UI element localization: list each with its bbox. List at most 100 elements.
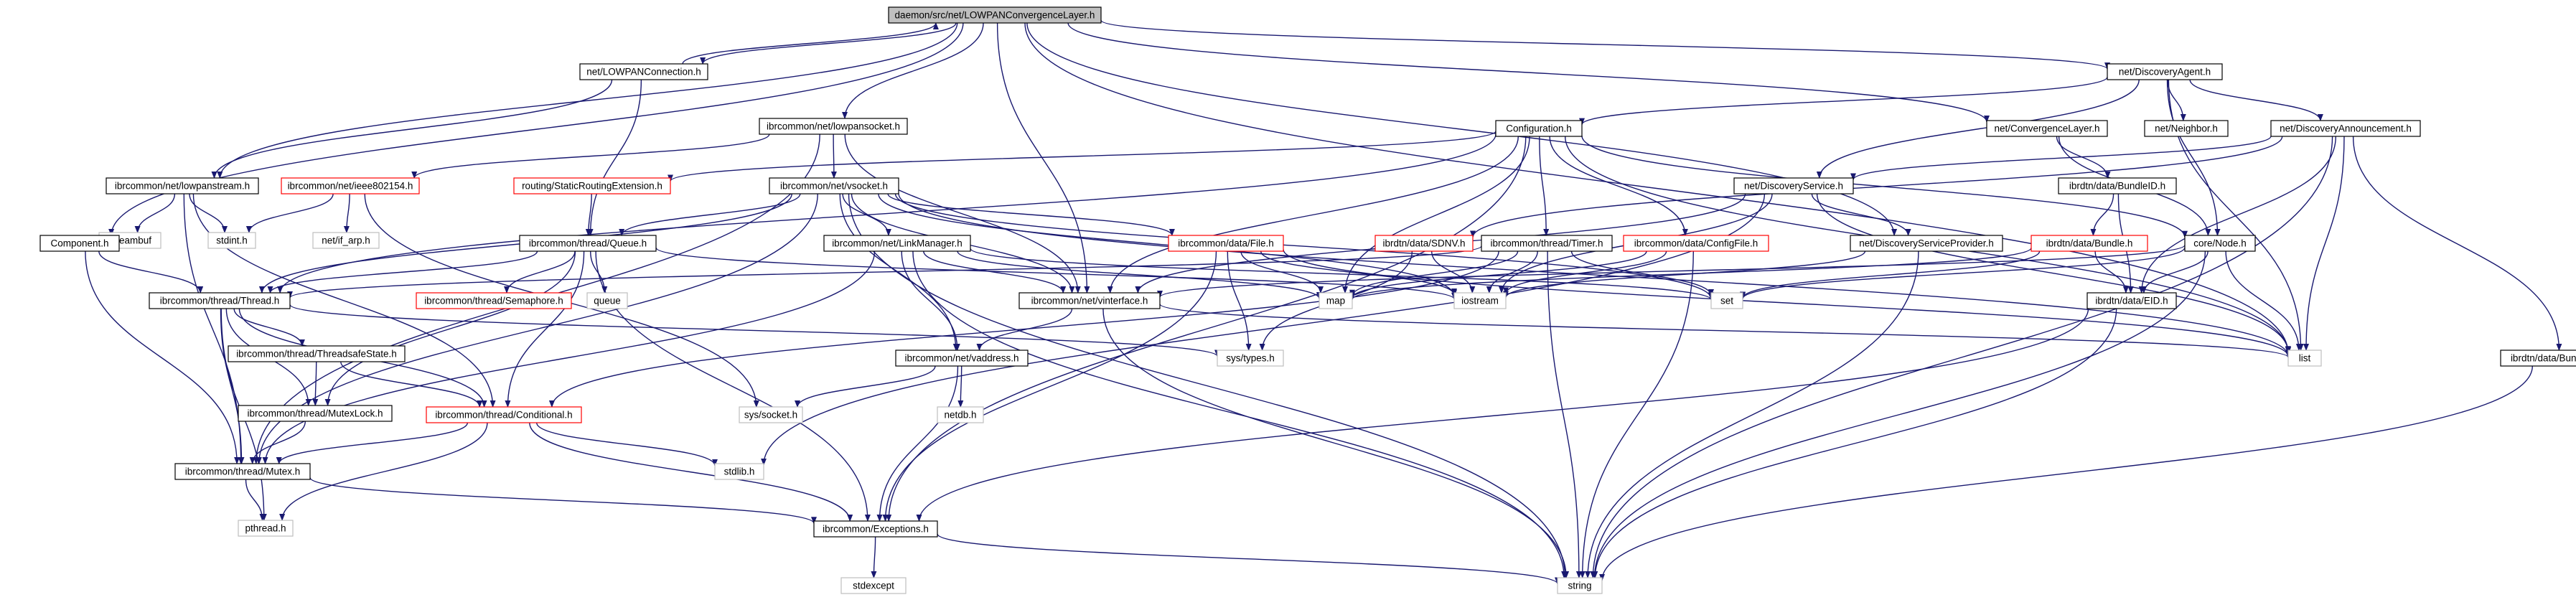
- node-box: [1495, 120, 1583, 137]
- node-lowpanstream[interactable]: ibrcommon/net/lowpanstream.h: [106, 177, 259, 194]
- edge-line: [309, 477, 817, 525]
- node-corenode[interactable]: core/Node.h: [2184, 235, 2256, 252]
- edge-vaddress-to-exceptions: [876, 365, 959, 522]
- node-queue[interactable]: ibrcommon/thread/Queue.h: [519, 235, 657, 252]
- node-root[interactable]: daemon/src/net/LOWPANConvergenceLayer.h: [888, 6, 1102, 24]
- edge-timer-to-thread: [287, 245, 1482, 299]
- node-neighbor[interactable]: net/Neighbor.h: [2144, 120, 2229, 137]
- node-thread[interactable]: ibrcommon/thread/Thread.h: [149, 292, 291, 309]
- node-discservice[interactable]: net/DiscoveryService.h: [1733, 177, 1854, 194]
- node-discannounce[interactable]: net/DiscoveryAnnouncement.h: [2270, 120, 2421, 137]
- node-netdb[interactable]: netdb.h: [937, 406, 984, 423]
- node-set[interactable]: set: [1710, 292, 1743, 309]
- edge-line: [343, 193, 350, 233]
- node-box: [2500, 350, 2576, 367]
- edge-thread-to-mutex: [220, 308, 245, 464]
- node-lowpansocket[interactable]: ibrcommon/net/lowpansocket.h: [759, 118, 908, 135]
- node-systypes[interactable]: sys/types.h: [1217, 350, 1284, 367]
- edge-line: [1503, 250, 1667, 295]
- node-lowpanconn[interactable]: net/LOWPANConnection.h: [579, 63, 708, 80]
- node-list[interactable]: list: [2287, 350, 2322, 367]
- edge-line: [1547, 250, 1582, 578]
- edge-line: [1850, 136, 2272, 181]
- node-bundle[interactable]: ibrdtn/data/Bundle.h: [2031, 235, 2148, 252]
- node-configuration[interactable]: Configuration.h: [1495, 120, 1583, 137]
- node-convlayer[interactable]: net/ConvergenceLayer.h: [1986, 120, 2108, 137]
- edge-line: [1816, 79, 2140, 179]
- edge-file-to-exceptions: [882, 250, 1217, 522]
- node-box: [1018, 292, 1161, 309]
- edge-line: [957, 250, 1322, 299]
- node-stdint[interactable]: stdint.h: [207, 232, 256, 249]
- node-threadsafestate[interactable]: ibrcommon/thread/ThreadsafeState.h: [228, 345, 406, 362]
- edge-vinterface-to-list: [1159, 304, 2291, 358]
- node-label: ibrcommon/net/lowpansocket.h: [767, 121, 900, 132]
- node-queuesys[interactable]: queue: [586, 292, 628, 309]
- node-label: ibrdtn/data/Bundle.h: [2046, 238, 2133, 249]
- edge-line: [1260, 250, 1457, 296]
- edge-line: [1107, 136, 1519, 294]
- edge-line: [279, 422, 488, 521]
- node-discagent[interactable]: net/DiscoveryAgent.h: [2107, 63, 2223, 80]
- node-configfile[interactable]: ibrcommon/data/ConfigFile.h: [1623, 235, 1769, 252]
- node-box: [312, 232, 380, 249]
- edge-discannounce-to-string: [1590, 136, 2333, 578]
- node-timer[interactable]: ibrcommon/thread/Timer.h: [1481, 235, 1613, 252]
- node-box: [895, 350, 1029, 367]
- node-pthread[interactable]: pthread.h: [238, 520, 294, 537]
- edge-vaddress-to-netdb: [957, 365, 964, 408]
- node-semaphore[interactable]: ibrcommon/thread/Semaphore.h: [416, 292, 572, 309]
- node-label: ibrcommon/net/vaddress.h: [904, 353, 1018, 364]
- node-vaddress[interactable]: ibrcommon/net/vaddress.h: [895, 350, 1029, 367]
- node-staticrouting[interactable]: routing/StaticRoutingExtension.h: [513, 177, 671, 194]
- edge-line: [830, 133, 837, 179]
- node-stdexcept[interactable]: stdexcept: [840, 577, 907, 594]
- node-box: [586, 292, 628, 309]
- node-label: ibrcommon/data/ConfigFile.h: [1634, 238, 1758, 249]
- node-file[interactable]: ibrcommon/data/File.h: [1168, 235, 1284, 252]
- node-mutex[interactable]: ibrcommon/thread/Mutex.h: [174, 463, 311, 480]
- node-label: net/Neighbor.h: [2155, 123, 2218, 134]
- node-vinterface[interactable]: ibrcommon/net/vinterface.h: [1018, 292, 1161, 309]
- node-component[interactable]: Component.h: [39, 235, 120, 252]
- node-map[interactable]: map: [1319, 292, 1353, 309]
- node-bundlestring[interactable]: ibrdtn/data/BundleString.h: [2500, 350, 2576, 367]
- edge-line: [842, 193, 891, 236]
- edge-line: [1024, 22, 2291, 355]
- node-conditional[interactable]: ibrcommon/thread/Conditional.h: [426, 406, 582, 423]
- node-label: list: [2299, 353, 2311, 364]
- node-eid[interactable]: ibrdtn/data/EID.h: [2086, 292, 2177, 309]
- node-box: [1557, 577, 1603, 594]
- edge-timer-to-string: [1547, 250, 1582, 578]
- node-netifarp[interactable]: net/if_arp.h: [312, 232, 380, 249]
- edge-vaddress-to-syssocket: [795, 365, 936, 408]
- edge-vsocket-to-list: [898, 193, 2291, 357]
- node-sdnv[interactable]: ibrdtn/data/SDNV.h: [1374, 235, 1474, 252]
- edge-line: [1349, 250, 1519, 297]
- edge-line: [276, 422, 468, 464]
- node-string[interactable]: string: [1557, 577, 1603, 594]
- edge-discannounce-to-list: [2303, 136, 2345, 351]
- edge-line: [871, 536, 877, 578]
- node-box: [579, 63, 708, 80]
- node-stdlib[interactable]: stdlib.h: [714, 463, 764, 480]
- edge-timer-to-map: [1349, 250, 1519, 297]
- edge-eid-to-exceptions: [916, 308, 2089, 522]
- node-mutexlock[interactable]: ibrcommon/thread/MutexLock.h: [238, 405, 393, 422]
- node-syssocket[interactable]: sys/socket.h: [739, 406, 803, 423]
- edge-line: [1591, 250, 2206, 578]
- node-exceptions[interactable]: ibrcommon/Exceptions.h: [813, 520, 938, 538]
- edge-line: [585, 193, 592, 236]
- edge-line: [220, 308, 245, 464]
- node-iostream[interactable]: iostream: [1453, 292, 1507, 309]
- node-linkmanager[interactable]: ibrcommon/net/LinkManager.h: [823, 235, 971, 252]
- edge-line: [529, 422, 853, 522]
- node-vsocket[interactable]: ibrcommon/net/vsocket.h: [769, 177, 899, 194]
- node-ieee802154[interactable]: ibrcommon/net/ieee802154.h: [281, 177, 420, 194]
- edge-discagent-to-configuration: [1579, 76, 2108, 126]
- node-discserviceprovider[interactable]: net/DiscoveryServiceProvider.h: [1850, 235, 2003, 252]
- edge-line: [249, 421, 306, 464]
- edge-line: [795, 365, 936, 408]
- node-bundleid[interactable]: ibrdtn/data/BundleID.h: [2058, 177, 2177, 194]
